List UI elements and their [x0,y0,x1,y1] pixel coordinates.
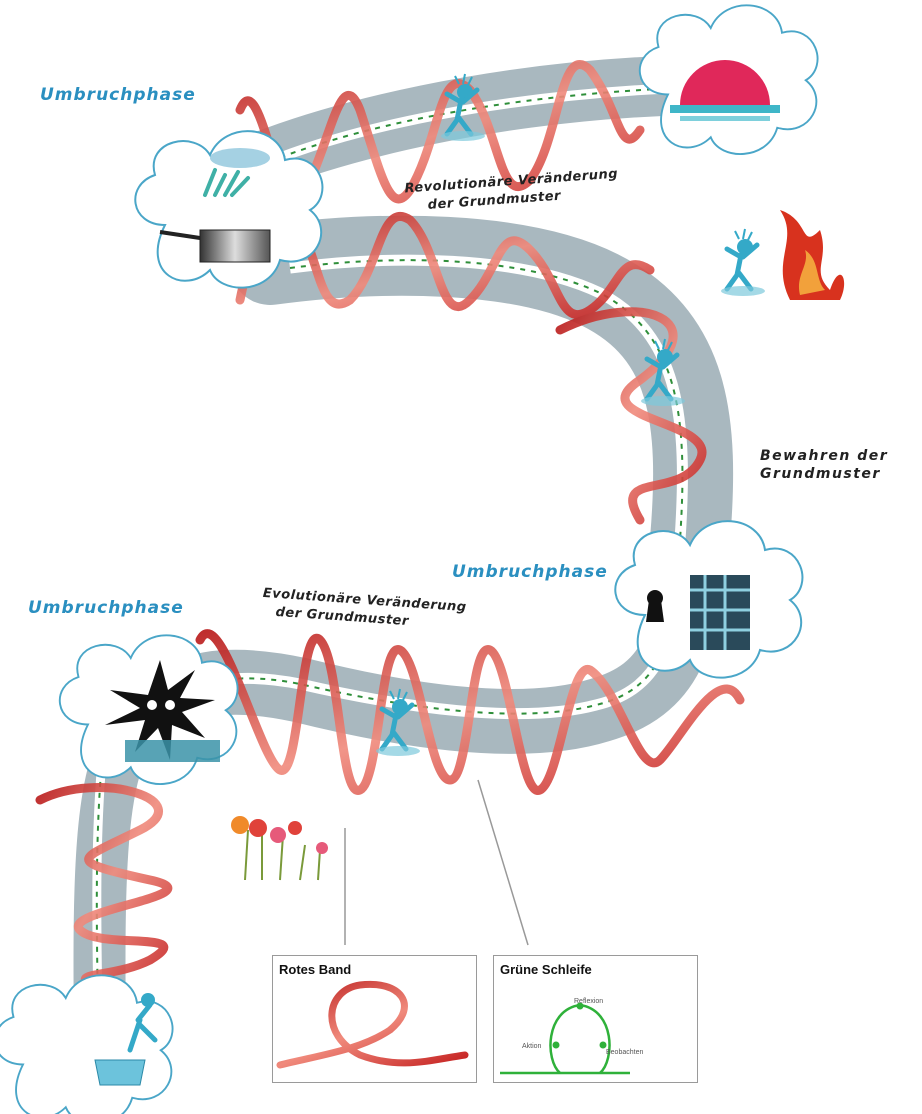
phase-label-right: Umbruchphase [452,562,608,582]
phase-label-top: Umbruchphase [40,85,196,105]
fire-icon [780,210,844,300]
legend-green-loop-title: Grüne Schleife [500,962,592,977]
label-aktion: Aktion [522,1043,541,1050]
label-reflexion: Reflexion [574,998,603,1005]
window-grid-icon [690,575,750,650]
preserve-label: Bewahren der Grundmuster [760,447,888,483]
keyhole-icon [646,590,664,622]
label-beobachten: Beobachten [606,1049,643,1056]
pointer-line-green [478,780,528,945]
phase-label-left: Umbruchphase [28,598,184,618]
preserve-label-line1: Bewahren der [760,447,888,465]
legend-green-loop: Grüne Schleife Reflexion Aktion Beobacht… [493,955,698,1083]
running-figure-icon [721,229,765,296]
flowers-icon [231,816,328,880]
legend-red-band-title: Rotes Band [279,962,351,977]
legend-red-band: Rotes Band [272,955,477,1083]
preserve-label-line2: Grundmuster [760,465,888,483]
